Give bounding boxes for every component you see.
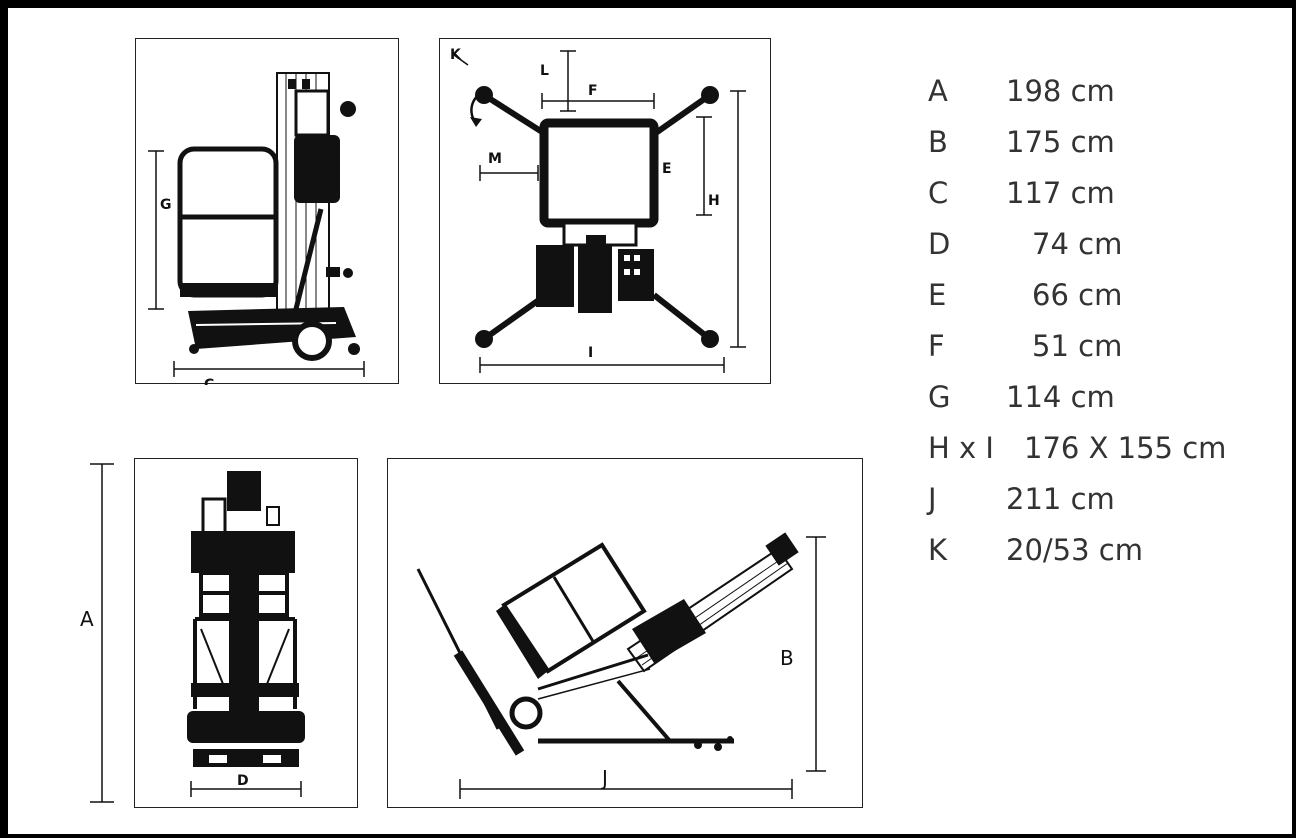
top-view-panel: K L F M E H I xyxy=(439,38,771,384)
legend-key: B xyxy=(928,125,948,159)
legend-value: 198 cm xyxy=(1006,74,1115,108)
legend-key: D xyxy=(928,227,951,261)
front-view-panel: D xyxy=(134,458,358,808)
label-f: F xyxy=(588,83,598,99)
side-view-drawing: G C xyxy=(148,72,365,385)
label-h: H xyxy=(708,193,720,209)
legend-key: F xyxy=(928,329,945,363)
label-c: C xyxy=(204,377,214,385)
legend-value: 66 cm xyxy=(1032,278,1123,312)
legend-key: A xyxy=(928,74,948,108)
legend-key: K xyxy=(928,533,948,567)
label-d: D xyxy=(237,773,249,789)
side-view-panel: G C xyxy=(135,38,399,385)
label-m: M xyxy=(488,151,502,167)
legend-key: H x I xyxy=(928,431,994,465)
label-e: E xyxy=(662,161,672,177)
tilted-view-panel: B J xyxy=(387,458,863,808)
label-k: K xyxy=(450,47,462,63)
legend-value: 176 X 155 cm xyxy=(1024,431,1227,465)
label-b: B xyxy=(780,646,794,670)
top-view-drawing: K L F M E H I xyxy=(450,47,746,373)
legend-value: 51 cm xyxy=(1032,329,1123,363)
label-g: G xyxy=(160,197,172,213)
legend-value: 114 cm xyxy=(1006,380,1115,414)
legend-value: 20/53 cm xyxy=(1006,533,1143,567)
tilted-view-drawing: B J xyxy=(416,532,826,799)
legend-key: E xyxy=(928,278,947,312)
legend-key: J xyxy=(928,482,937,516)
legend-value: 175 cm xyxy=(1006,125,1115,159)
dimension-a: A xyxy=(80,463,114,803)
spec-sheet: G C xyxy=(8,8,1292,834)
front-view-drawing: D xyxy=(187,471,305,797)
label-l: L xyxy=(540,63,549,79)
legend-value: 74 cm xyxy=(1032,227,1123,261)
label-j: J xyxy=(600,766,608,790)
legend-value: 211 cm xyxy=(1006,482,1115,516)
legend-key: C xyxy=(928,176,949,210)
label-i: I xyxy=(588,345,593,361)
legend-key: G xyxy=(928,380,951,414)
legend-value: 117 cm xyxy=(1006,176,1115,210)
label-a: A xyxy=(80,607,94,631)
